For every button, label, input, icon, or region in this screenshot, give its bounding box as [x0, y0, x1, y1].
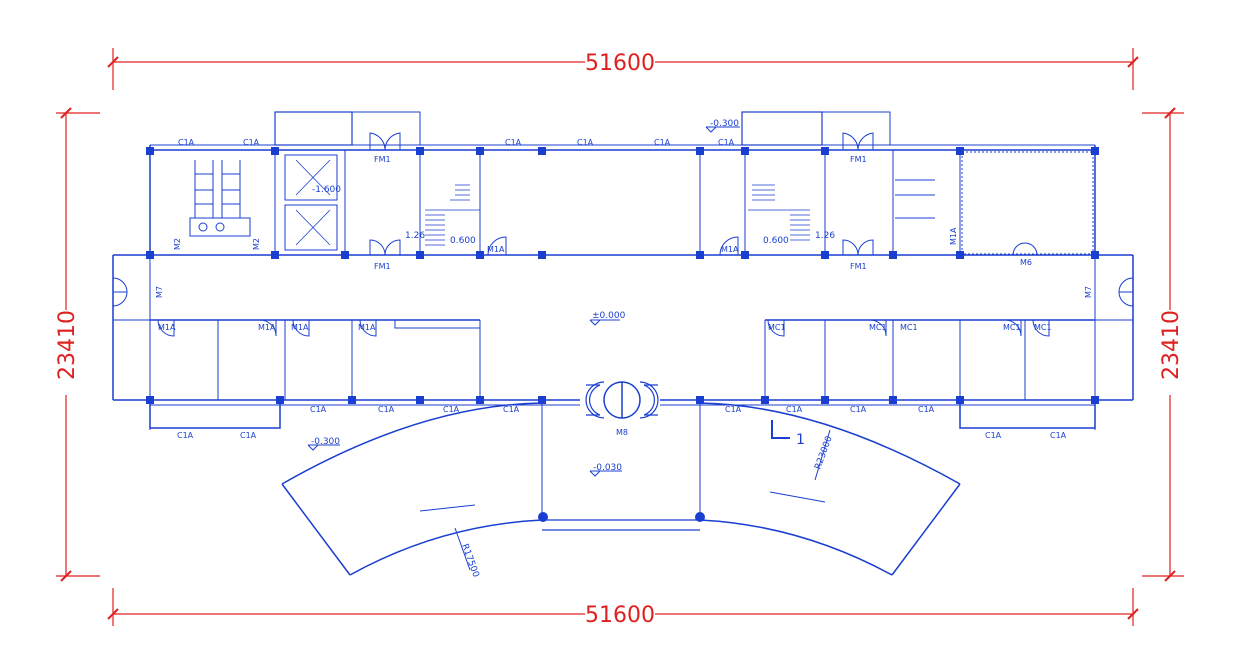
door-label: M1A — [158, 323, 176, 332]
door-label: M1A — [258, 323, 276, 332]
window-label: C1A — [725, 405, 742, 414]
dimension-bottom-value: 51600 — [585, 603, 655, 628]
window-label: C1A — [240, 431, 257, 440]
door-label: M1A — [487, 245, 505, 254]
structural-columns — [146, 147, 1099, 522]
dimension-left: 23410 — [55, 107, 100, 582]
window-label: C1A — [505, 138, 522, 147]
dimension-top: 51600 — [107, 48, 1139, 90]
door-label: M1A — [949, 227, 958, 245]
elevation-stair-left-mid: -1.600 — [312, 185, 341, 195]
elevation-stair-right-level: 1.26 — [815, 231, 835, 241]
door-swings — [112, 132, 1134, 419]
door-label: M7 — [1084, 286, 1093, 298]
door-label: FM1 — [374, 262, 391, 271]
window-label: C1A — [577, 138, 594, 147]
elevation-left-outside: -0.300 — [311, 437, 340, 447]
door-label: MC1 — [1003, 323, 1021, 332]
radius-labels: R17500 R23000 — [459, 435, 835, 579]
radius-right: R23000 — [813, 435, 834, 471]
door-label: M7 — [155, 286, 164, 298]
door-label: FM1 — [850, 262, 867, 271]
elevation-main-floor: ±0.000 — [592, 311, 626, 321]
door-label: FM1 — [374, 155, 391, 164]
door-label: FM1 — [850, 155, 867, 164]
window-label: C1A — [850, 405, 867, 414]
curved-ramps — [281, 402, 961, 576]
interior-walls — [189, 111, 1094, 520]
window-label: C1A — [243, 138, 260, 147]
door-label: MC1 — [869, 323, 887, 332]
elevation-stair-left-landing: 0.600 — [450, 236, 476, 246]
door-label: M1A — [721, 245, 739, 254]
door-label: MC1 — [900, 323, 918, 332]
exterior-walls — [112, 144, 1134, 430]
window-labels: C1A C1A C1A C1A C1A C1A C1A C1A C1A C1A … — [177, 138, 1067, 440]
window-label: C1A — [443, 405, 460, 414]
dimension-bottom: 51600 — [107, 588, 1139, 628]
window-label: C1A — [985, 431, 1002, 440]
radius-left: R17500 — [459, 543, 480, 579]
dimension-top-value: 51600 — [585, 51, 655, 76]
window-label: C1A — [503, 405, 520, 414]
door-label: M8 — [616, 428, 628, 437]
dimension-left-value: 23410 — [55, 310, 80, 380]
section-mark-label: 1 — [796, 432, 805, 448]
door-label: M1A — [291, 323, 309, 332]
window-label: C1A — [786, 405, 803, 414]
window-label: C1A — [178, 138, 195, 147]
window-label: C1A — [1050, 431, 1067, 440]
window-label: C1A — [310, 405, 327, 414]
dimension-right-value: 23410 — [1159, 310, 1184, 380]
elevation-top-center: -0.300 — [710, 119, 739, 129]
door-labels: FM1 FM1 FM1 FM1 M1A M1A M1A M1A M1A M1A … — [155, 155, 1093, 437]
door-label: M6 — [1020, 258, 1032, 267]
door-label: M1A — [358, 323, 376, 332]
elevation-entrance: -0.030 — [593, 463, 622, 473]
door-label: M2 — [173, 238, 182, 250]
elevation-stair-right-landing: 0.600 — [763, 236, 789, 246]
window-label: C1A — [177, 431, 194, 440]
window-label: C1A — [654, 138, 671, 147]
elevation-stair-left-level: 1.26 — [405, 231, 425, 241]
window-label: C1A — [918, 405, 935, 414]
window-label: C1A — [718, 138, 735, 147]
window-label: C1A — [378, 405, 395, 414]
door-label: M2 — [252, 238, 261, 250]
door-label: MC1 — [1034, 323, 1052, 332]
door-label: MC1 — [768, 323, 786, 332]
section-mark: 1 — [771, 420, 805, 448]
dimension-right: 23410 — [1142, 107, 1184, 582]
elevation-markers: -0.300 ±0.000 -0.030 -0.300 -1.600 0.600… — [307, 119, 835, 477]
